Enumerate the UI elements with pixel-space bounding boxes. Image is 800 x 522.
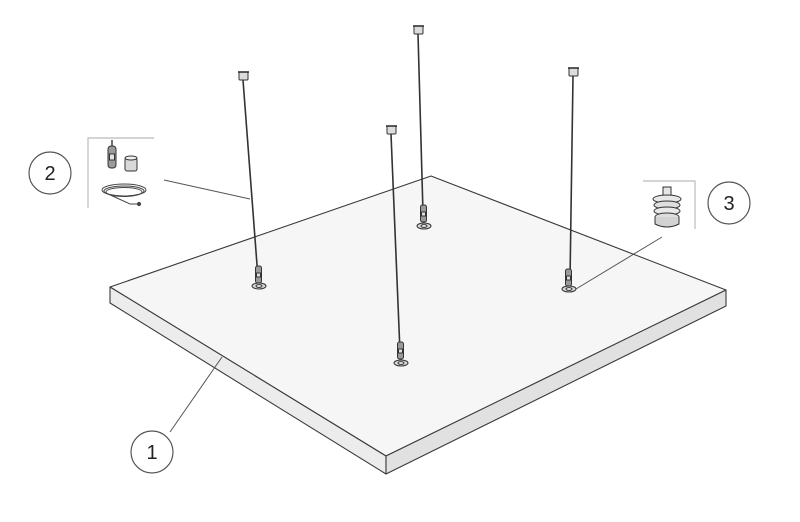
callout-3-label: 3 — [723, 193, 734, 215]
panel-fixings — [251, 204, 577, 367]
ceiling-anchor-right — [568, 67, 579, 77]
callout-2-label: 2 — [44, 163, 55, 185]
detail-inset-ceiling-anchor — [643, 180, 696, 229]
ceiling-panel — [109, 175, 727, 475]
fixing-left — [251, 265, 267, 290]
wire-right — [569, 75, 574, 281]
threaded-anchor-icon — [652, 186, 682, 228]
wire-gripper-icon — [107, 140, 117, 169]
detail-inset-wire-kit — [87, 137, 154, 208]
suspension-wires — [242, 33, 574, 353]
panel-top-face — [109, 175, 727, 457]
fixing-right — [561, 268, 577, 293]
ceiling-anchor-left — [238, 71, 249, 81]
ceiling-cap-icon — [124, 155, 138, 172]
leader-lines — [163, 179, 663, 433]
ceiling-anchor-back — [413, 25, 424, 35]
inset-3-frame — [643, 180, 696, 229]
coiled-cable-icon — [101, 183, 147, 207]
callout-3: 3 — [707, 181, 751, 225]
leader-3 — [575, 236, 663, 290]
leader-1 — [169, 356, 223, 433]
callout-1: 1 — [130, 430, 174, 474]
panel-side-face — [385, 289, 727, 475]
leader-2 — [163, 179, 251, 200]
ceiling-anchor-center — [386, 125, 397, 135]
callout-2: 2 — [28, 151, 72, 195]
callout-1-label: 1 — [146, 442, 157, 464]
wire-left — [242, 79, 259, 279]
ceiling-anchors — [238, 25, 579, 135]
fixing-back — [416, 204, 432, 230]
wire-center — [390, 133, 401, 353]
fixing-center — [393, 341, 409, 367]
inset-2-frame — [87, 137, 154, 208]
wire-back — [417, 33, 424, 214]
